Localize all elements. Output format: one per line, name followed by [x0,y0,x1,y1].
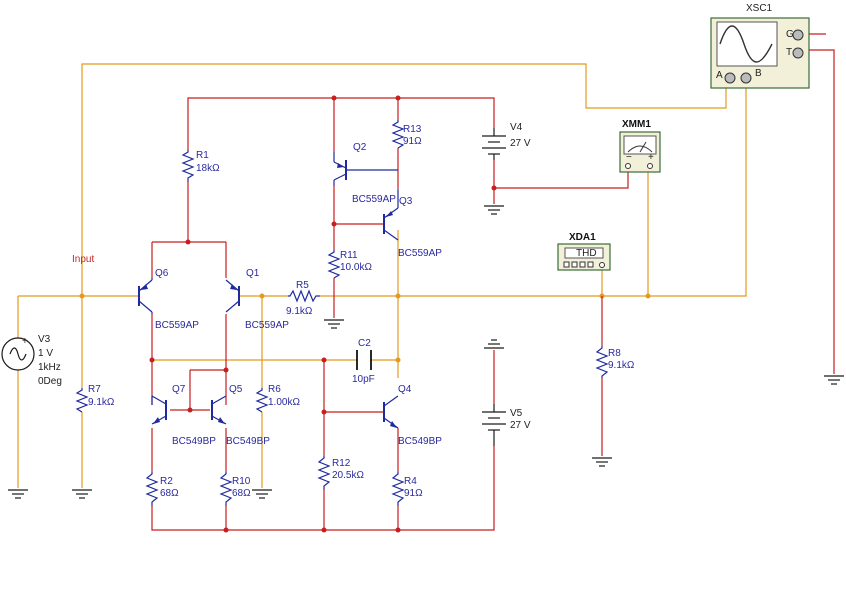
xmm1-name: XMM1 [622,119,651,130]
resistor-r11[interactable] [327,250,341,279]
r1-name: R1 [196,150,209,161]
transistor-q7[interactable] [151,395,167,425]
transistor-q3[interactable] [383,190,399,241]
r1-value: 18kΩ [196,163,220,174]
xmm1-plus: + [648,152,654,163]
xda1-name: XDA1 [569,232,596,243]
r11-name: R11 [340,250,358,261]
r10-value: 68Ω [232,488,251,499]
r13-name: R13 [403,124,422,135]
transistor-q2[interactable] [333,152,398,186]
ground-symbols [8,205,844,499]
q1-model: BC559AP [245,320,289,331]
r4-value: 91Ω [404,488,423,499]
svg-text:+: + [22,336,28,347]
xsc1-g-label: G [786,29,794,40]
ground-icon [484,205,504,215]
ac-source-v3[interactable]: + [1,336,35,371]
v5-name: V5 [510,408,523,419]
xsc1-name: XSC1 [746,3,773,14]
r8-value: 9.1kΩ [608,360,635,371]
q2-model: BC559AP [352,194,396,205]
multimeter-xmm1[interactable] [619,131,661,173]
c2-value: 10pF [352,374,375,385]
q5-name: Q5 [229,384,243,395]
q7-model: BC549BP [172,436,216,447]
resistor-r4[interactable] [391,472,405,506]
c2-name: C2 [358,338,371,349]
q3-name: Q3 [399,196,413,207]
q6-model: BC559AP [155,320,199,331]
r7-value: 9.1kΩ [88,397,115,408]
resistor-r6[interactable] [255,388,269,413]
r6-value: 1.00kΩ [268,397,300,408]
xda1-display: THD [576,248,597,259]
r4-name: R4 [404,476,417,487]
net-label-input: Input [72,254,94,265]
r11-value: 10.0kΩ [340,262,372,273]
r12-value: 20.5kΩ [332,470,364,481]
v3-amplitude: 1 V [38,348,53,359]
resistor-r12[interactable] [317,456,331,490]
q2-name: Q2 [353,142,367,153]
resistor-r10[interactable] [219,472,233,506]
ground-icon [72,489,92,499]
resistor-r7[interactable] [75,388,89,413]
r7-name: R7 [88,384,101,395]
xsc1-channel-b: B [755,68,762,79]
transistor-q5[interactable] [211,395,227,425]
oscilloscope-xsc1[interactable] [710,17,810,89]
resistor-r5[interactable] [288,289,320,303]
q7-name: Q7 [172,384,186,395]
xmm1-minus: − [626,152,632,163]
ground-icon [484,339,504,349]
resistor-r8[interactable] [595,346,609,378]
capacitor-c2[interactable] [356,350,372,370]
r5-name: R5 [296,280,309,291]
xsc1-channel-a: A [716,70,723,81]
xsc1-t-label: T [786,47,792,58]
resistor-r2[interactable] [145,472,159,506]
distortion-analyzer-xda1[interactable] [557,243,611,271]
v4-name: V4 [510,122,523,133]
transistor-q6[interactable] [138,278,153,314]
v4-value: 27 V [510,138,531,149]
ground-icon [252,489,272,499]
supply-wires [151,33,835,531]
r2-value: 68Ω [160,488,179,499]
r10-name: R10 [232,476,251,487]
ground-icon [324,319,344,329]
r8-name: R8 [608,348,621,359]
q5-model: BC549BP [226,436,270,447]
q3-model: BC559AP [398,248,442,259]
q4-name: Q4 [398,384,412,395]
r6-name: R6 [268,384,281,395]
v3-phase: 0Deg [38,376,62,387]
ground-icon [824,375,844,385]
r5-value: 9.1kΩ [286,306,313,317]
battery-v5[interactable] [482,404,506,446]
resistor-r13[interactable] [391,120,405,149]
resistor-r1[interactable] [181,150,195,182]
r12-name: R12 [332,458,351,469]
ground-icon [592,457,612,467]
battery-v4[interactable] [482,128,506,160]
q6-name: Q6 [155,268,169,279]
ground-icon [8,489,28,499]
v5-value: 27 V [510,420,531,431]
transistor-q4[interactable] [383,395,399,429]
q1-name: Q1 [246,268,260,279]
junction-dots-red [149,95,497,533]
v3-name: V3 [38,334,51,345]
v3-frequency: 1kHz [38,362,61,373]
r2-name: R2 [160,476,173,487]
r13-value: 91Ω [403,136,422,147]
transistor-q1[interactable] [225,279,240,313]
q4-model: BC549BP [398,436,442,447]
